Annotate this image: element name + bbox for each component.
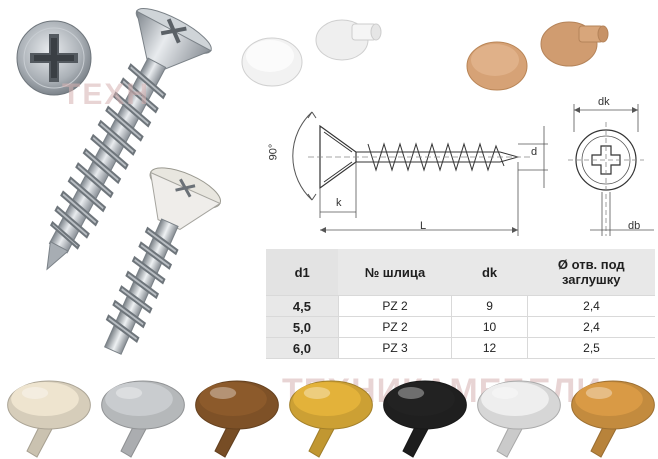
- cell-hole: 2,4: [527, 316, 655, 338]
- cap-bottom-2: [101, 380, 185, 458]
- dimension-d-label: d: [531, 146, 538, 158]
- cap-bottom-5: [383, 380, 467, 458]
- cell-slot: PZ 2: [337, 295, 452, 317]
- header-d1: d1: [266, 249, 339, 296]
- cell-d1: 4,5: [266, 295, 339, 317]
- dimension-L-label: L: [420, 220, 427, 232]
- cap-bottom-6: [477, 380, 561, 458]
- screw-photo-with-cap: [103, 167, 222, 355]
- header-dk: dk: [451, 249, 528, 296]
- header-hole-diameter: Ø отв. под заглушку: [527, 249, 655, 296]
- cell-slot: PZ 2: [337, 316, 452, 338]
- cell-d1: 5,0: [266, 316, 339, 338]
- spec-table: d1 № шлица dk Ø отв. под заглушку 4,5 PZ…: [266, 249, 655, 359]
- table-row: 5,0 PZ 2 10 2,4: [266, 316, 655, 338]
- header-slot: № шлица: [338, 249, 452, 296]
- cap-bottom-3: [195, 380, 279, 458]
- screw-photo-large: [46, 8, 213, 271]
- cell-dk: 12: [451, 337, 528, 359]
- caps-color-row: [7, 380, 655, 458]
- table-row: 6,0 PZ 3 12 2,5: [266, 337, 655, 359]
- dimension-dk-label: dk: [598, 96, 610, 108]
- cap-bottom-7: [571, 380, 655, 458]
- cap-beige-pair: [466, 21, 609, 91]
- screw-head-drawing: [568, 104, 654, 236]
- table-row: 4,5 PZ 2 9 2,4: [266, 295, 655, 317]
- dimension-angle-label: 90°: [267, 143, 280, 161]
- dimension-db-label: db: [628, 220, 641, 232]
- dimension-k-label: k: [336, 197, 342, 209]
- cap-bottom-4: [289, 380, 373, 458]
- cell-dk: 10: [451, 316, 528, 338]
- screw-technical-drawing: [292, 111, 548, 236]
- cell-dk: 9: [451, 295, 528, 317]
- cell-hole: 2,5: [527, 337, 655, 359]
- cell-d1: 6,0: [266, 337, 339, 359]
- watermark-top: ТЕХН: [62, 78, 151, 111]
- cap-white-pair: [241, 19, 382, 87]
- cap-bottom-1: [7, 380, 91, 458]
- table-header-row: d1 № шлица dk Ø отв. под заглушку: [266, 249, 655, 296]
- screw-head-top-view: [16, 20, 92, 96]
- cell-slot: PZ 3: [337, 337, 452, 359]
- cell-hole: 2,4: [527, 295, 655, 317]
